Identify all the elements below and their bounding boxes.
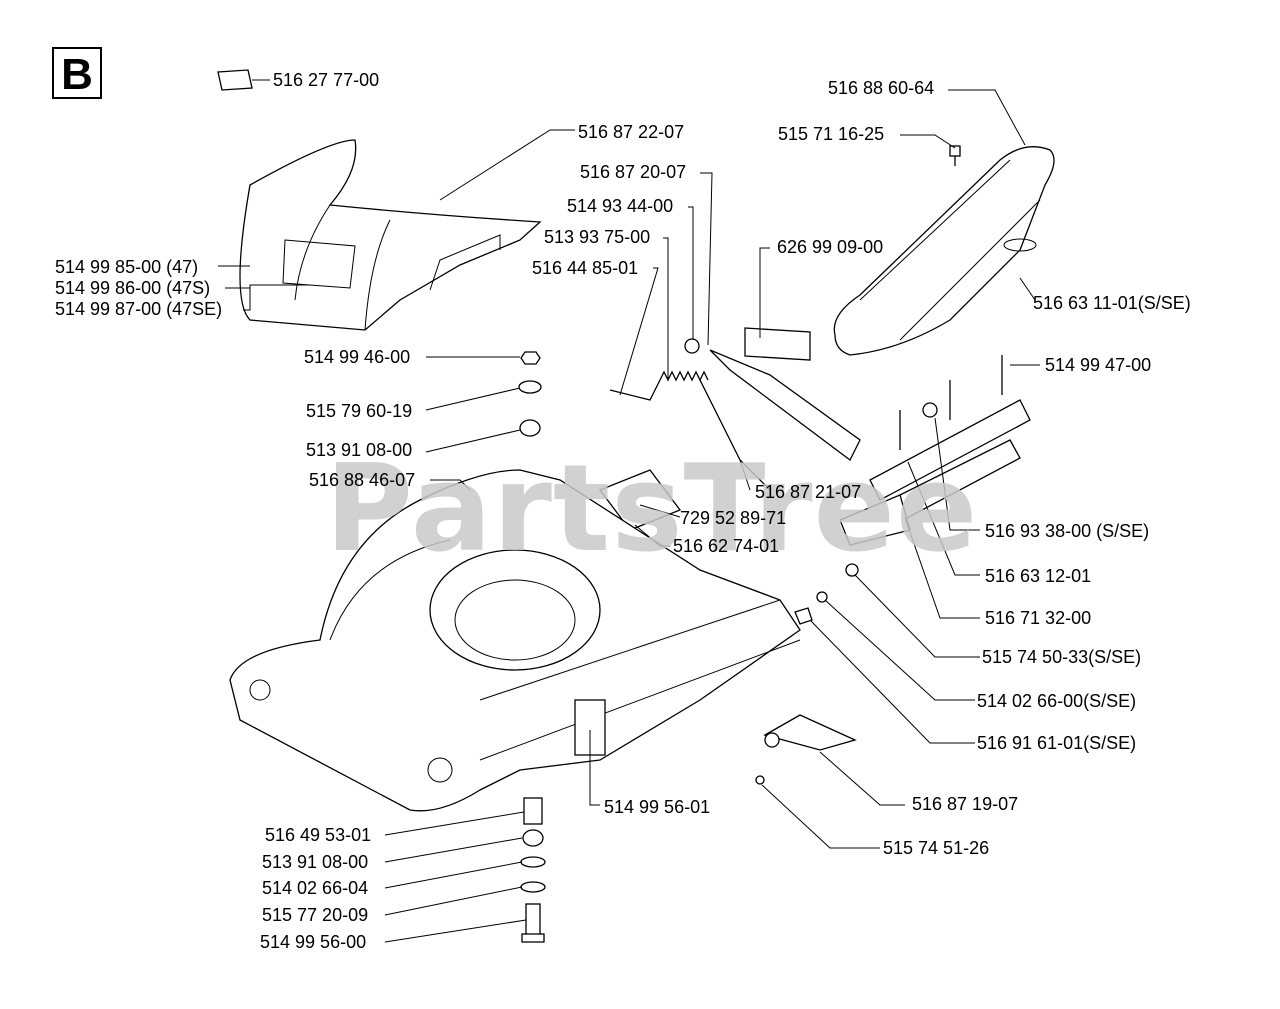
lever-part	[763, 714, 857, 751]
part-label: 516 88 60-64	[828, 78, 935, 98]
part-label: 514 02 66-04	[262, 878, 369, 898]
part-label: 626 99 09-00	[777, 237, 884, 257]
rail-part	[869, 399, 1031, 501]
part-label: 516 63 11-01(S/SE)	[1033, 293, 1191, 313]
part-label: 514 02 66-00(S/SE)	[977, 691, 1137, 711]
part-label: 515 74 50-33(S/SE)	[982, 647, 1142, 667]
part-label: 514 99 56-01	[604, 797, 711, 817]
part-label: 514 99 85-00 (47)	[55, 257, 199, 277]
cover-part	[239, 139, 542, 331]
bracket-part	[709, 349, 861, 461]
side-cover-part	[833, 146, 1055, 356]
part-label: 514 93 44-00	[567, 196, 674, 216]
section-letter: B	[52, 47, 102, 99]
spring-part	[659, 370, 709, 382]
part-label: 515 79 60-19	[306, 401, 413, 421]
part-label: 516 62 74-01	[673, 536, 780, 556]
leader-lines	[218, 79, 1040, 943]
part-label: 514 99 47-00	[1045, 355, 1152, 375]
part-label: 513 91 08-00	[262, 852, 369, 872]
part-label: 516 87 21-07	[755, 482, 862, 502]
part-label: 514 99 86-00 (47S)	[55, 278, 211, 298]
part-label: 516 87 22-07	[578, 122, 685, 142]
part-label: 514 99 56-00	[260, 932, 367, 952]
part-label: 516 63 12-01	[985, 566, 1092, 586]
part-label: 515 74 51-26	[883, 838, 990, 858]
part-label: 516 93 38-00 (S/SE)	[985, 521, 1150, 541]
watermark: PartsTree	[325, 440, 979, 579]
decal-part	[217, 69, 253, 91]
part-label: 516 88 46-07	[309, 470, 416, 490]
part-label: 514 99 87-00 (47SE)	[55, 299, 223, 319]
part-label: 513 91 08-00	[306, 440, 413, 460]
part-label: 516 87 19-07	[912, 794, 1019, 814]
part-label: 516 49 53-01	[265, 825, 372, 845]
part-label: 516 44 85-01	[532, 258, 639, 278]
part-label: 516 87 20-07	[580, 162, 687, 182]
part-label: 515 77 20-09	[262, 905, 369, 925]
part-label: 515 71 16-25	[778, 124, 885, 144]
plate-part	[598, 469, 682, 531]
part-label: 513 93 75-00	[544, 227, 651, 247]
part-label: 514 99 46-00	[304, 347, 411, 367]
part-label: 516 91 61-01(S/SE)	[977, 733, 1137, 753]
part-label: 516 27 77-00	[273, 70, 380, 90]
part-label: 729 52 89-71	[680, 508, 787, 528]
part-label: 516 71 32-00	[985, 608, 1092, 628]
